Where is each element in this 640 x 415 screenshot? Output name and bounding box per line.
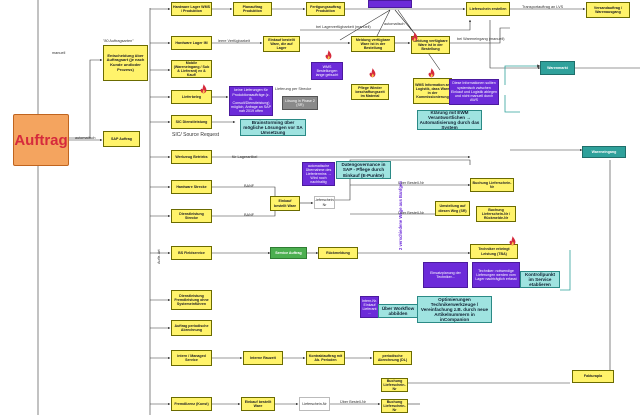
label-ueber-bestell-1: Über Bestell-Nr bbox=[398, 181, 424, 185]
label-auftragsarten: "80 Auftragsarten" bbox=[103, 39, 134, 43]
label-wege-vertical: 2 verschiedene Wege aus Banfgen bbox=[398, 181, 403, 250]
sap-auftrag-box[interactable]: SAP Auftrag bbox=[103, 131, 140, 147]
werkzeug-betriebs-box[interactable]: Werkzeug Betriebs bbox=[171, 150, 212, 164]
label-auftr-art: Auftr. Art bbox=[157, 249, 161, 264]
rueckmeldung-box[interactable]: Rückmeldung bbox=[318, 247, 358, 259]
brainstorming-box[interactable]: Brainstorming über mögliche Lösungen vor… bbox=[240, 119, 306, 136]
flame-icon bbox=[428, 68, 435, 78]
lieferbeleg-box[interactable]: Lieferbeleg bbox=[171, 90, 212, 104]
dienstleistung-strecke-box[interactable]: Dienstleistung Strecke bbox=[171, 209, 212, 223]
keine-autom-box: Keine automatische Übernahme des Liefert… bbox=[302, 162, 335, 186]
zwischen-box[interactable]: Meldung verfügbare Ware ist in der Beste… bbox=[411, 36, 450, 54]
warenmarkt-box[interactable]: Warenmarkt bbox=[540, 61, 575, 75]
purple-top-box bbox=[368, 0, 412, 8]
label-manuell: manuell bbox=[52, 51, 66, 55]
wms-bestellung-box: WMS Bestellungen lange gebucht bbox=[311, 62, 343, 80]
label-fuer-lagerartikel: für Lagerartikel bbox=[232, 155, 258, 159]
flame-icon bbox=[325, 50, 332, 60]
flame-icon bbox=[200, 84, 207, 94]
label-transportauftrag: Transportauftrag an LVS bbox=[522, 5, 564, 9]
intern-managed-box[interactable]: intern / Managed Service bbox=[171, 350, 212, 366]
hardware-strecke-box[interactable]: Hardware Strecke bbox=[171, 180, 212, 194]
buchung-2-box[interactable]: Buchung Lieferschein-Nr bbox=[381, 399, 408, 413]
label-lagerverfuegbarkeit: bei Lagerverfügbarkeit (manuell) bbox=[316, 25, 371, 29]
label-lieferung-strecke: Lieferung per Strecke bbox=[275, 87, 312, 91]
techniker-info-box: Techniker: notwendige Lieferungen werden… bbox=[472, 262, 520, 288]
bs-fieldservice-box[interactable]: BS Fieldservice bbox=[171, 246, 212, 260]
dienstleistung-fremd-box[interactable]: Dienstleistung Fremdleistung ohne System… bbox=[171, 290, 212, 310]
versandauftrag-box[interactable]: Versandauftrag / Warenausgang bbox=[586, 2, 630, 18]
label-automatisch: automatisch bbox=[75, 136, 96, 140]
pflege-wieder-box[interactable]: Pflege Wieder beschaffungszeit im Materi… bbox=[351, 84, 389, 100]
meldung-verfuegbar-box[interactable]: Meldung verfügbare Ware ist in der Beste… bbox=[351, 36, 395, 52]
label-automatisch-2: automatisch bbox=[384, 22, 405, 26]
intern-bs-box: Intern-Nr. Einkauf Lieferant ... bbox=[360, 296, 379, 318]
fakturapla-box[interactable]: Fakturapla bbox=[572, 370, 614, 383]
auftrag-node[interactable]: Auftrag bbox=[13, 114, 69, 166]
auftrag-periodisch-box[interactable]: Auftrag periodische Abrechnung bbox=[171, 320, 212, 336]
label-leere-verfuegbarkeit: leere Verfügbarkeit bbox=[218, 39, 250, 43]
buchung-lieferschein-2-box[interactable]: Buchung Lieferschein-Nr bbox=[381, 378, 408, 392]
periodische-box[interactable]: periodische Abrechnung (DL) bbox=[373, 351, 412, 365]
einkauf-bestell-box[interactable]: Einkauf bestellt Ware, die auf Lager bbox=[263, 36, 300, 52]
sic-dienstleistung-box[interactable]: SIC Dienstleistung bbox=[171, 115, 212, 129]
techniker-box[interactable]: Techniker erbringt Leistung (TBA) bbox=[470, 244, 518, 259]
hardware-lager-wms-box[interactable]: Hardware Lager WMS / Produktion bbox=[171, 2, 212, 16]
planauftrag-box[interactable]: Planauftrag Produktion bbox=[233, 2, 272, 16]
wms-info-box[interactable]: WMS Information an Logistik, dass Ware i… bbox=[413, 78, 452, 104]
label-wareneingang: bei Wareneingang (manuell) bbox=[457, 37, 505, 41]
fertigungsauftrag-box[interactable]: Fertigungsauftrag Produktion bbox=[306, 2, 345, 16]
lieferschein-nr-box[interactable]: Lieferschein-Nr bbox=[314, 196, 335, 209]
lieferschein-box[interactable]: Lieferschein erstellen bbox=[466, 2, 510, 16]
umstellung-weg-box[interactable]: Umstellung auf diesen Weg (SR) bbox=[435, 201, 470, 216]
optimierungen-box[interactable]: Optimierungen Technikerwerkzeuge / Verei… bbox=[417, 296, 492, 323]
diese-infos-box: Diese Informationen sollten systemisch z… bbox=[449, 79, 499, 105]
wareneingang-box[interactable]: Wareneingang bbox=[582, 146, 626, 158]
buchung-rueckmeld-box[interactable]: Buchung Lieferschein-Nr / Rückmelde-Nr bbox=[476, 206, 516, 222]
intern-managed-sub-box[interactable]: Interne Rauzeit bbox=[243, 351, 283, 365]
fremdlizenz-box[interactable]: Fremdlizenz (Konst) bbox=[171, 397, 212, 411]
flame-icon bbox=[369, 68, 376, 78]
kontrollpunkt-box[interactable]: Kontrollpunkt im Service etablieren bbox=[520, 271, 560, 288]
lieferung-phase2-box[interactable]: Lösung in Phase 2 (SR) bbox=[282, 96, 318, 110]
datengovernance-box[interactable]: Datengovernance in SAP - Pflege durch Ei… bbox=[336, 161, 391, 179]
mobile-wms-box[interactable]: Mobile (Wareneingang / Sub & Lieferant) … bbox=[171, 60, 212, 78]
label-banf-1: BANF bbox=[244, 184, 255, 188]
label-sic-source-request: SIC/ Source Request bbox=[172, 132, 219, 138]
flame-icon bbox=[411, 32, 418, 42]
hardware-lager-im-box[interactable]: Hardware Lager IM bbox=[171, 36, 212, 50]
label-banf-2: BANF bbox=[244, 213, 255, 217]
label-ueber-bestell-2: Über Bestell-Nr bbox=[398, 211, 424, 215]
einkauf-bestellt-2-box[interactable]: Einkauf bestellt Ware bbox=[241, 397, 275, 411]
kontraktauftrag-box[interactable]: Kontraktauftrag mit Ab. Perioden bbox=[306, 351, 345, 365]
service-auftrag-box[interactable]: Service Auftrag bbox=[270, 247, 307, 259]
entscheidung-box[interactable]: Entscheidung über Auftragsart (je nach K… bbox=[103, 45, 148, 81]
buchung-lieferschein-box[interactable]: Buchung Lieferschein-Nr bbox=[470, 178, 514, 192]
label-ueber-bestell-3: Über Bestell-Nr bbox=[340, 400, 366, 404]
ueber-workflow-box[interactable]: Über Workflow abbilden bbox=[378, 304, 418, 318]
einkauf-bestellt-box[interactable]: Einkauf bestellt Ware bbox=[270, 196, 300, 211]
einsatzplanung-info-box: Einsatzplanung der Techniker... bbox=[423, 262, 468, 288]
info-lieferungen-box: keine Lieferungen für Produktionsaufträg… bbox=[229, 86, 273, 116]
lieferschein-2-box[interactable]: Lieferschein-Nr bbox=[299, 397, 330, 411]
klaerung-ewm-box[interactable]: Klärung mit EWM Verantwortlichen → Autom… bbox=[417, 110, 482, 130]
flame-icon bbox=[509, 236, 516, 246]
